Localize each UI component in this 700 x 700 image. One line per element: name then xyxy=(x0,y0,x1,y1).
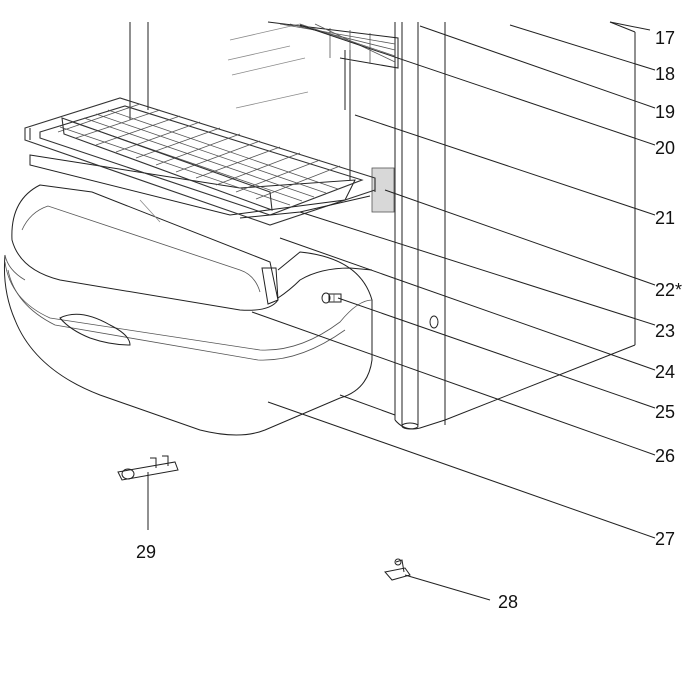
callout-17: 17 xyxy=(655,28,675,48)
callout-22: 22* xyxy=(655,280,682,300)
callout-23: 23 xyxy=(655,321,675,341)
callout-24: 24 xyxy=(655,362,675,382)
callout-25: 25 xyxy=(655,402,675,422)
hinge-part xyxy=(384,558,411,581)
callout-18: 18 xyxy=(655,64,675,84)
light-switch-plate xyxy=(371,167,395,213)
cabinet-body xyxy=(129,21,636,430)
callout-29: 29 xyxy=(136,542,156,562)
callout-20: 20 xyxy=(655,138,675,158)
crisper-drawer xyxy=(3,184,373,436)
callout-27: 27 xyxy=(655,529,675,549)
hinge-pin-part xyxy=(321,292,342,304)
callout-26: 26 xyxy=(655,446,675,466)
bracket-part xyxy=(117,455,179,481)
leader-lines xyxy=(147,21,656,601)
callout-28: 28 xyxy=(498,592,518,612)
wire-shelf xyxy=(24,97,376,226)
callout-labels: 17 18 19 20 21 22* 23 24 25 26 27 28 29 xyxy=(136,28,682,612)
callout-19: 19 xyxy=(655,102,675,122)
callout-21: 21 xyxy=(655,208,675,228)
